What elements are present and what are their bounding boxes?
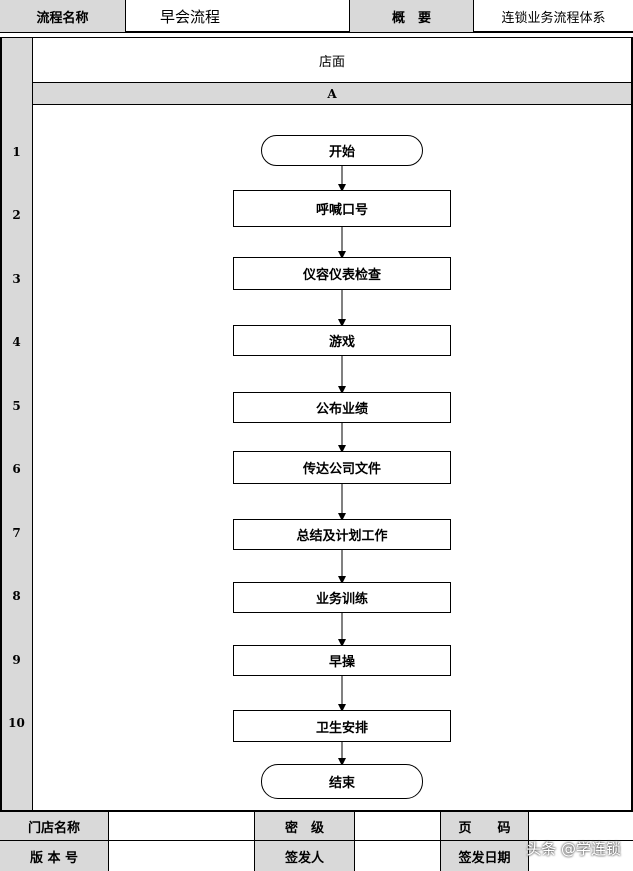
row-number: 9 xyxy=(12,653,21,667)
overview-label: 概 要 xyxy=(350,0,474,32)
row-number: 1 xyxy=(12,145,21,159)
secret-level-label: 密 级 xyxy=(255,812,355,840)
lane-title: 店面 xyxy=(33,38,631,83)
row-number: 6 xyxy=(12,462,21,476)
step-business-training: 业务训练 xyxy=(233,582,451,613)
issuer-value xyxy=(355,841,441,871)
process-name-label: 流程名称 xyxy=(0,0,126,32)
step-grooming-check: 仪容仪表检查 xyxy=(233,257,451,290)
row-number: 3 xyxy=(12,272,21,286)
store-name-label: 门店名称 xyxy=(0,812,109,840)
secret-level-value xyxy=(355,812,441,840)
row-number: 2 xyxy=(12,208,21,222)
page-number-label: 页 码 xyxy=(441,812,529,840)
step-announce-results: 公布业绩 xyxy=(233,392,451,423)
header-table xyxy=(0,0,633,33)
row-number: 4 xyxy=(12,335,21,349)
start-node: 开始 xyxy=(261,135,423,166)
step-chant-slogan: 呼喊口号 xyxy=(233,190,451,227)
watermark: 头条 @学连锁 xyxy=(526,840,621,858)
row-number: 5 xyxy=(12,399,21,413)
version-value xyxy=(109,841,255,871)
step-game: 游戏 xyxy=(233,325,451,356)
row-number: 7 xyxy=(12,526,21,540)
version-label: 版 本 号 xyxy=(0,841,109,871)
row-number: 10 xyxy=(8,716,25,730)
row-number-column xyxy=(2,38,33,811)
end-node: 结束 xyxy=(261,764,423,799)
footer-table xyxy=(0,810,633,871)
step-morning-exercise: 早操 xyxy=(233,645,451,676)
flowchart-frame xyxy=(0,37,633,811)
issuer-label: 签发人 xyxy=(255,841,355,871)
overview-value: 连锁业务流程体系 xyxy=(501,10,606,26)
lane-column-header: A xyxy=(33,83,631,105)
page-number-value xyxy=(529,812,633,840)
row-number: 8 xyxy=(12,589,21,603)
step-cleaning-arrangement: 卫生安排 xyxy=(233,710,451,742)
process-name-value: 早会流程 xyxy=(126,0,350,32)
issue-date-label: 签发日期 xyxy=(441,841,529,871)
step-company-documents: 传达公司文件 xyxy=(233,451,451,484)
store-name-value xyxy=(109,812,255,840)
step-summary-planning: 总结及计划工作 xyxy=(233,519,451,550)
